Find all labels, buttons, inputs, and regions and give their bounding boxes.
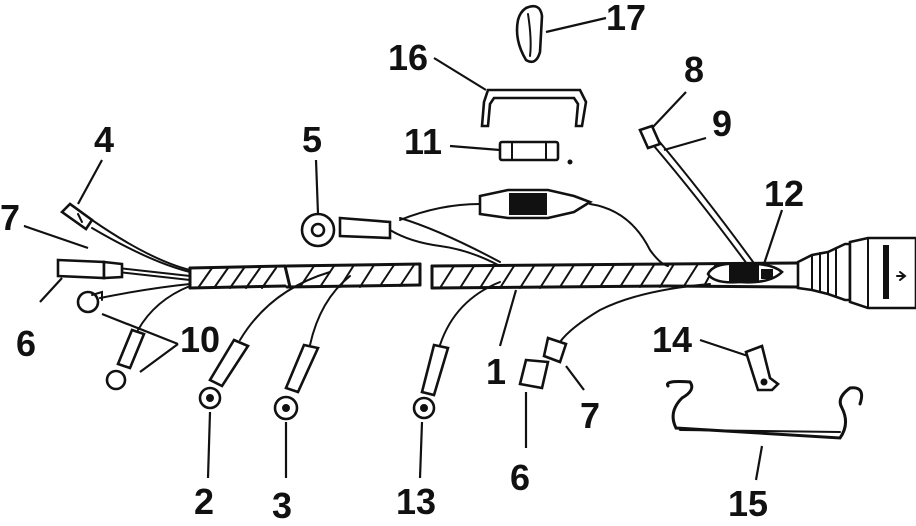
callout-15: 15 (728, 483, 769, 524)
lead-5-fuse (300, 188, 669, 267)
main-connector (796, 236, 916, 310)
callout-6-left: 6 (16, 323, 37, 364)
callout-7-left: 7 (0, 197, 21, 238)
callout-10: 10 (180, 319, 221, 360)
callout-9: 9 (712, 103, 733, 144)
callout-4: 4 (94, 119, 115, 160)
ground-leads (198, 271, 351, 421)
callout-8: 8 (684, 49, 705, 90)
strap-17 (515, 4, 544, 64)
callout-17: 17 (606, 0, 647, 38)
callout-5: 5 (302, 119, 323, 160)
callout-6-right: 6 (510, 457, 531, 498)
harness-clamp (706, 262, 784, 284)
bracket-14 (744, 344, 780, 392)
callout-1: 1 (486, 351, 507, 392)
leader-lines (23, 16, 784, 481)
harness-bundle (188, 261, 802, 290)
callout-7-right: 7 (580, 395, 601, 436)
callout-3: 3 (272, 485, 293, 526)
clip-16 (480, 88, 588, 128)
lead-13 (412, 281, 501, 420)
callout-16: 16 (388, 37, 429, 78)
lead-8-9 (638, 124, 757, 269)
callout-13: 13 (396, 481, 437, 522)
wire-15 (665, 380, 864, 440)
callout-11: 11 (404, 121, 443, 162)
fuse-11 (498, 140, 573, 165)
callout-12: 12 (764, 173, 805, 214)
lead-lower-right (518, 283, 711, 390)
left-leads (56, 202, 191, 391)
callout-14: 14 (652, 319, 693, 360)
callout-2: 2 (194, 481, 215, 522)
